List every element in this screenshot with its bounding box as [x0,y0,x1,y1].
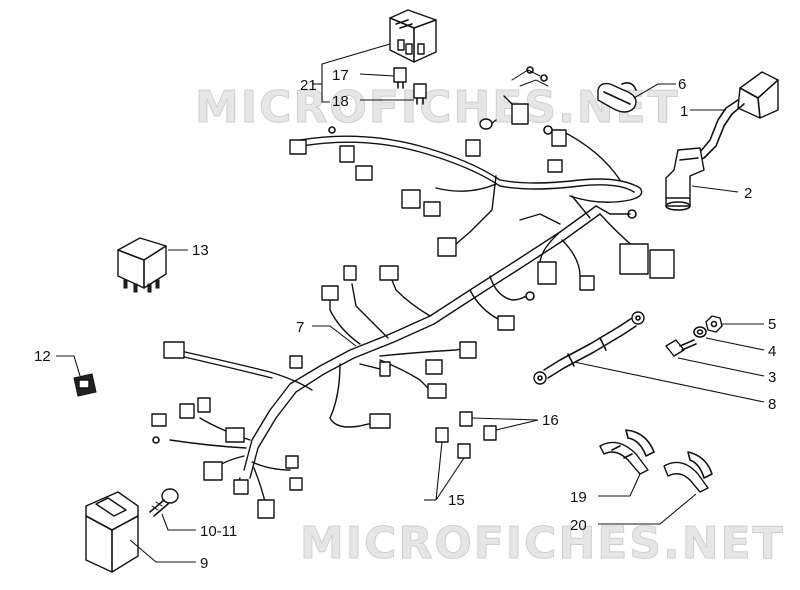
part-15-fuses [435,427,471,459]
callout-5: 5 [768,316,776,333]
callout-labels: 21 17 18 6 1 2 13 12 7 5 4 3 8 16 15 19 … [34,67,776,572]
part-10-11-screw [149,488,179,517]
part-6-clip [597,82,637,113]
callout-10-11: 10-11 [200,523,237,540]
callout-1: 1 [680,103,688,120]
part-13-relay [117,237,167,293]
callout-3: 3 [768,369,776,386]
callout-18: 18 [332,93,349,110]
callout-16: 16 [542,412,559,429]
leader-lines [56,43,765,563]
part-20-strap [663,451,713,493]
part-3-bolt [665,339,697,357]
callout-7: 7 [296,319,304,336]
part-4-washer [693,326,707,338]
watermark-bottom: MICROFICHES.NET [300,518,785,569]
callout-19: 19 [570,489,587,506]
part-7-wiring-harness [151,66,675,519]
callout-6: 6 [678,76,686,93]
part-5-nut [705,315,723,333]
callout-13: 13 [192,242,209,259]
callout-17: 17 [332,67,349,84]
callout-12: 12 [34,348,51,365]
callout-2: 2 [744,185,752,202]
part-17-fuse [393,67,407,89]
part-12-switch [73,373,97,397]
callout-9: 9 [200,555,208,572]
part-1-ignition-cable [689,71,779,163]
part-8-ground-cable [533,311,645,385]
callout-15: 15 [448,492,465,509]
part-19-strap [599,429,655,475]
part-9-box [85,491,139,573]
callout-4: 4 [768,343,776,360]
part-16-fuses [459,411,497,441]
callout-20: 20 [570,517,587,534]
part-2-plug-cap [665,147,705,211]
callout-8: 8 [768,396,776,413]
part-18-fuse [413,83,427,105]
part-21-fuse-box [389,9,437,63]
callout-21: 21 [300,77,317,94]
